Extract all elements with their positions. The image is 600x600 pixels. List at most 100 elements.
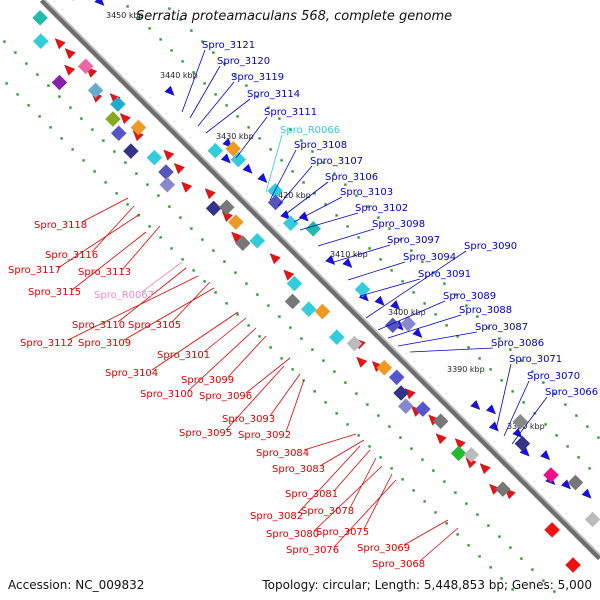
gene-label[interactable]: Spro_3078 xyxy=(301,506,354,517)
tick-dot xyxy=(553,590,556,593)
kbp-label: 3380 kbp xyxy=(507,422,545,431)
gene-label[interactable]: Spro_3093 xyxy=(222,414,275,425)
gene-label[interactable]: Spro_3101 xyxy=(157,350,210,361)
gene-label[interactable]: Spro_3112 xyxy=(20,338,73,349)
tick-dot xyxy=(91,128,94,131)
tick-dot xyxy=(313,390,316,393)
gene-label[interactable]: Spro_3119 xyxy=(231,72,284,83)
gene-label[interactable]: Spro_3081 xyxy=(285,489,338,500)
gene-label[interactable]: Spro_3088 xyxy=(459,305,512,316)
gene-label[interactable]: Spro_3095 xyxy=(179,428,232,439)
gene-label[interactable]: Spro_3098 xyxy=(372,219,425,230)
gene-label[interactable]: Spro_3103 xyxy=(340,187,393,198)
reverse-gene-arrow xyxy=(119,113,131,125)
gene-label[interactable]: Spro_3121 xyxy=(202,40,255,51)
gene-label[interactable]: Spro_3087 xyxy=(475,322,528,333)
tick-dot xyxy=(201,40,204,43)
tick-dot xyxy=(564,403,567,406)
tick-dot xyxy=(115,192,118,195)
tick-dot xyxy=(126,5,129,8)
tick-dot xyxy=(399,436,402,439)
gene-label[interactable]: Spro_3082 xyxy=(250,511,303,522)
gene-label[interactable]: Spro_3080 xyxy=(266,529,319,540)
tick-dot xyxy=(148,27,151,30)
gene-label[interactable]: Spro_3070 xyxy=(527,371,580,382)
gene-label[interactable]: Spro_3086 xyxy=(491,338,544,349)
tick-dot xyxy=(234,271,237,274)
gene-label[interactable]: Spro_3084 xyxy=(256,448,309,459)
tick-dot xyxy=(344,381,347,384)
label-leaders xyxy=(57,49,548,562)
label-leader xyxy=(91,205,135,253)
gene-label[interactable]: Spro_R0066 xyxy=(280,125,340,136)
gene-block xyxy=(110,125,127,142)
gene-label[interactable]: Spro_3100 xyxy=(140,389,193,400)
gene-label[interactable]: Spro_3089 xyxy=(443,291,496,302)
gene-label[interactable]: Spro_3069 xyxy=(357,543,410,554)
gene-label[interactable]: Spro_3091 xyxy=(418,269,471,280)
gene-label[interactable]: Spro_3118 xyxy=(34,220,87,231)
forward-gene-arrow xyxy=(374,295,385,306)
gene-label[interactable]: Spro_3108 xyxy=(294,140,347,151)
tick-dot xyxy=(289,128,292,131)
gene-label[interactable]: Spro_3099 xyxy=(181,375,234,386)
tick-dot xyxy=(410,249,413,252)
gene-label[interactable]: Spro_3114 xyxy=(247,89,300,100)
gene-label[interactable]: Spro_3068 xyxy=(372,559,425,570)
tick-dot xyxy=(267,106,270,109)
tick-dot xyxy=(201,238,204,241)
tick-dot xyxy=(181,258,184,261)
gene-label[interactable]: Spro_3090 xyxy=(464,241,517,252)
gene-label[interactable]: Spro_R0067 xyxy=(94,290,154,301)
gene-label[interactable]: Spro_3075 xyxy=(316,527,369,538)
gene-label[interactable]: Spro_3071 xyxy=(509,354,562,365)
gene-label[interactable]: Spro_3109 xyxy=(78,338,131,349)
tick-dot xyxy=(445,324,448,327)
tick-dot xyxy=(256,293,259,296)
gene-label[interactable]: Spro_3102 xyxy=(355,203,408,214)
label-leader xyxy=(123,287,215,341)
gene-label[interactable]: Spro_3115 xyxy=(28,287,81,298)
label-leader xyxy=(71,231,147,291)
tick-dot xyxy=(432,469,435,472)
gene-label[interactable]: Spro_3097 xyxy=(387,235,440,246)
gene-label[interactable]: Spro_3120 xyxy=(217,56,270,67)
tick-dot xyxy=(102,139,105,142)
forward-gene-arrow xyxy=(280,209,291,220)
tick-dot xyxy=(47,84,50,87)
tick-dot xyxy=(511,588,514,591)
tick-dot xyxy=(291,368,294,371)
gene-block xyxy=(314,303,331,320)
gene-label[interactable]: Spro_3096 xyxy=(199,391,252,402)
tick-dot xyxy=(588,467,591,470)
tick-dot xyxy=(124,161,127,164)
label-leader xyxy=(503,380,530,437)
tick-dot xyxy=(520,557,523,560)
gene-label[interactable]: Spro_3113 xyxy=(78,267,131,278)
gene-label[interactable]: Spro_3110 xyxy=(72,320,125,331)
tick-dot xyxy=(401,280,404,283)
label-leader xyxy=(81,197,129,223)
tick-dot xyxy=(333,172,336,175)
gene-label[interactable]: Spro_3104 xyxy=(105,368,158,379)
reverse-gene-arrow xyxy=(454,438,466,450)
gene-label[interactable]: Spro_3083 xyxy=(272,464,325,475)
tick-dot xyxy=(357,236,360,239)
gene-label[interactable]: Spro_3105 xyxy=(128,320,181,331)
gene-label[interactable]: Spro_3117 xyxy=(8,265,61,276)
gene-label[interactable]: Spro_3106 xyxy=(325,172,378,183)
gene-block xyxy=(218,199,235,216)
tick-dot xyxy=(522,401,525,404)
label-leader xyxy=(121,225,161,271)
gene-label[interactable]: Spro_3116 xyxy=(45,250,98,261)
gene-block xyxy=(388,369,405,386)
gene-label[interactable]: Spro_3111 xyxy=(264,107,317,118)
gene-label[interactable]: Spro_3092 xyxy=(238,430,291,441)
gene-label[interactable]: Spro_3094 xyxy=(403,252,456,263)
gene-label[interactable]: Spro_3066 xyxy=(545,387,598,398)
gene-label[interactable]: Spro_3107 xyxy=(310,156,363,167)
gene-block xyxy=(584,511,600,528)
tick-dot xyxy=(412,291,415,294)
gene-label[interactable]: Spro_3076 xyxy=(286,545,339,556)
tick-dot xyxy=(531,568,534,571)
